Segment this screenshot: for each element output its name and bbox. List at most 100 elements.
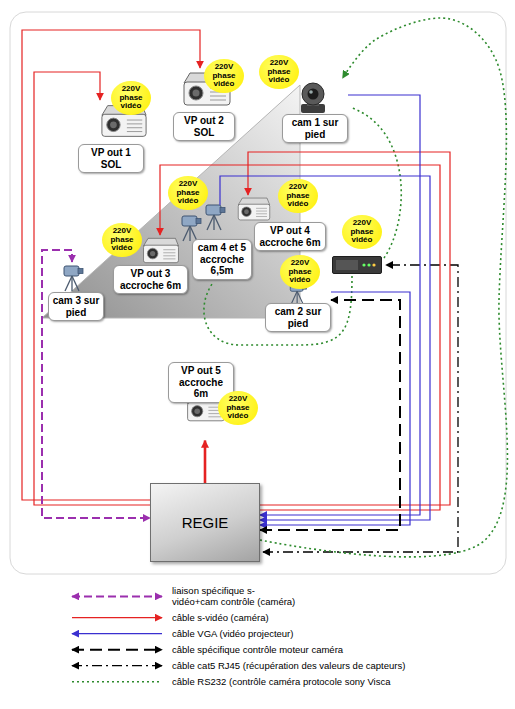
equipment-node: cam 4 et 5 accroche 6,5m	[192, 205, 252, 280]
ptz-camera-icon	[301, 83, 325, 113]
legend-sample	[72, 595, 162, 597]
label-pill: VP out 1 SOL	[78, 144, 144, 173]
icon-space	[113, 235, 188, 265]
icon-space	[192, 205, 252, 239]
cable-connector	[160, 165, 440, 510]
label-pill: cam 2 sur pied	[265, 303, 331, 332]
node-label: 220V phase vidéo	[206, 63, 242, 89]
node-label: VP out 4 accroche 6m	[258, 225, 322, 248]
legend-text: liaison spécifique s-vidéo+cam contrôle …	[172, 585, 300, 608]
equipment-node: cam 2 sur pied	[265, 280, 331, 332]
label-pill: VP out 4 accroche 6m	[254, 222, 326, 251]
power-badge: 220V phase vidéo	[280, 255, 320, 289]
label-pill: cam 4 et 5 accroche 6,5m	[192, 239, 252, 280]
node-label: cam 4 et 5 accroche 6,5m	[196, 242, 248, 277]
cable-connector	[260, 95, 420, 515]
cable-connector	[260, 300, 400, 530]
tripod-camera-icon	[206, 205, 225, 230]
equipment-node: VP out 3 accroche 6m	[113, 235, 188, 294]
projector-icon	[102, 106, 146, 137]
projector-icon	[188, 395, 225, 421]
power-badge: 220V phase vidéo	[342, 215, 382, 249]
power-badge: 220V phase vidéo	[204, 59, 244, 93]
rs232-wire	[204, 276, 352, 345]
node-label: REGIE	[182, 514, 229, 531]
projector-icon	[238, 198, 269, 220]
node-label: 220V phase vidéo	[280, 183, 316, 209]
power-badge: 220V phase vidéo	[111, 81, 151, 115]
equipment-node: cam 1 sur pied	[282, 78, 348, 143]
node-label: cam 2 sur pied	[269, 306, 327, 329]
cable-connector	[34, 72, 150, 505]
power-badge: 220V phase vidéo	[102, 223, 142, 257]
cable-connector	[42, 250, 150, 518]
legend-row: câble s-vidéo (caméra)	[172, 612, 492, 623]
legend-row: câble VGA (vidéo projecteur)	[172, 628, 492, 639]
icon-space	[48, 262, 104, 292]
label-pill: VP out 3 accroche 6m	[113, 265, 188, 294]
legend-text: câble s-vidéo (caméra)	[172, 612, 492, 623]
cable-connector	[204, 441, 207, 484]
legend-text: câble RS232 (contrôle caméra protocole s…	[172, 676, 492, 687]
node-label: VP out 5 accroche 6m	[172, 365, 230, 400]
label-pill: VP out 2 SOL	[173, 112, 235, 141]
node-label: 220V phase vidéo	[104, 227, 140, 253]
equipment-node: VP out 4 accroche 6m	[234, 195, 326, 251]
legend-row: câble cat5 RJ45 (récupération des valeur…	[172, 660, 492, 671]
node-label: 220V phase vidéo	[113, 85, 149, 111]
icon-space	[234, 195, 326, 222]
power-badge: 220V phase vidéo	[259, 55, 299, 89]
cable-connector	[220, 176, 430, 520]
frame-outline	[10, 12, 506, 574]
label-pill: VP out 5 accroche 6m	[168, 362, 234, 403]
icon-space	[168, 68, 240, 112]
legend-text: câble VGA (vidéo projecteur)	[172, 628, 492, 639]
node-label: cam 1 sur pied	[286, 117, 344, 140]
projector-icon	[184, 73, 230, 105]
node-label: 220V phase vidéo	[261, 59, 297, 85]
legend-row: câble spécifique contrôle moteur caméra	[172, 644, 492, 655]
label-pill: cam 1 sur pied	[282, 114, 348, 143]
node-label: 220V phase vidéo	[344, 219, 380, 245]
legend-sample	[72, 665, 162, 666]
legend-row: câble RS232 (contrôle caméra protocole s…	[172, 676, 492, 687]
label-pill: cam 3 sur pied	[48, 292, 104, 321]
node-label: 220V phase vidéo	[170, 180, 206, 206]
equipment-node: VP out 5 accroche 6m	[168, 362, 234, 441]
node-label: 220V phase vidéo	[282, 259, 318, 285]
cable-connector	[260, 292, 410, 525]
node-label: 220V phase vidéo	[220, 395, 256, 421]
legend-sample	[72, 649, 162, 651]
rs232-wire	[352, 108, 401, 258]
tripod-camera-icon	[290, 283, 306, 304]
legend-sample	[72, 633, 162, 634]
cable-connector	[22, 30, 200, 500]
node-label: cam 3 sur pied	[52, 295, 100, 318]
cat5-wire	[263, 265, 458, 552]
icon-space	[68, 100, 153, 144]
node-label: VP out 2 SOL	[177, 115, 231, 138]
legend-sample	[72, 681, 162, 683]
equipment-node: VP out 1 SOL	[68, 100, 153, 173]
icon-space	[168, 403, 234, 441]
icon-space	[282, 78, 348, 114]
equipment-node: cam 3 sur pied	[48, 262, 104, 321]
cable-connector	[260, 18, 507, 557]
legend-text: câble cat5 RJ45 (récupération des valeur…	[172, 660, 492, 671]
icon-space	[265, 280, 331, 303]
stage-floor	[42, 85, 300, 318]
legend-text: câble spécifique contrôle moteur caméra	[172, 644, 492, 655]
tripod-camera-icon	[64, 266, 83, 291]
node-label: VP out 3 accroche 6m	[117, 268, 184, 291]
equipment-node: VP out 2 SOL	[168, 68, 240, 141]
power-badge: 220V phase vidéo	[218, 391, 258, 425]
sensor-rack-icon	[333, 257, 382, 274]
legend-row: liaison spécifique s-vidéo+cam contrôle …	[172, 585, 300, 608]
node-label: VP out 1 SOL	[82, 147, 140, 170]
projector-icon	[144, 238, 179, 262]
power-badge: 220V phase vidéo	[278, 179, 318, 213]
